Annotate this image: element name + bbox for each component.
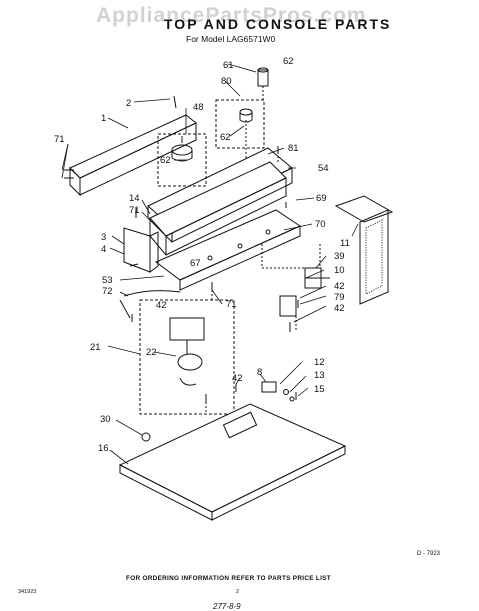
callout-70: 70 <box>315 219 326 230</box>
callout-61: 61 <box>223 60 234 71</box>
page-number: 2 <box>236 589 240 595</box>
callout-54: 54 <box>318 163 329 174</box>
part-cabinet-top <box>118 403 347 521</box>
part-control-panel <box>149 161 287 256</box>
handwritten-note: 277-8-9 <box>213 602 241 611</box>
part-timer-motor <box>169 317 205 386</box>
callout-16: 16 <box>98 443 109 454</box>
callout-22: 22 <box>146 347 157 358</box>
diagram-title: TOP AND CONSOLE PARTS <box>164 16 392 32</box>
callout-42: 42 <box>334 303 345 314</box>
drawing-reference-code: D - 7923 <box>417 551 441 557</box>
part-rear-panel <box>69 114 197 197</box>
callout-42: 42 <box>156 300 167 311</box>
callout-48: 48 <box>193 102 204 113</box>
callout-62: 62 <box>220 132 231 143</box>
callout-67: 67 <box>190 258 201 269</box>
callout-14: 14 <box>129 193 140 204</box>
callout-15: 15 <box>314 384 325 395</box>
ordering-info-footer: FOR ORDERING INFORMATION REFER TO PARTS … <box>126 575 331 582</box>
callout-3: 3 <box>101 232 106 243</box>
callout-30: 30 <box>100 414 111 425</box>
callout-4: 4 <box>101 244 106 255</box>
callout-62: 62 <box>283 56 294 67</box>
callout-71: 71 <box>54 134 65 145</box>
callout-79: 79 <box>334 292 345 303</box>
callout-42: 42 <box>232 373 243 384</box>
watermark-text: AppliancePartsPros.com <box>96 4 367 27</box>
callout-69: 69 <box>316 193 327 204</box>
part-timer-knob <box>171 136 193 162</box>
callout-10: 10 <box>334 265 345 276</box>
callout-13: 13 <box>314 370 325 381</box>
callout-8: 8 <box>257 367 262 378</box>
callout-80: 80 <box>221 76 232 87</box>
assembly-guide-lines <box>205 86 321 412</box>
screws <box>64 95 299 402</box>
callout-71: 71 <box>226 299 237 310</box>
part-top-knob <box>257 67 269 87</box>
callout-71: 71 <box>129 205 140 216</box>
callout-39: 39 <box>334 251 345 262</box>
model-subtitle: For Model LAG6571W0 <box>186 34 276 44</box>
callout-62: 62 <box>160 155 171 166</box>
leader-lines <box>61 63 359 465</box>
wire-lead-2 <box>119 299 131 319</box>
part-grommet <box>141 432 151 442</box>
callout-53: 53 <box>102 275 113 286</box>
callout-11: 11 <box>340 238 350 249</box>
part-switch-blocks <box>279 267 330 317</box>
dashed-box-selector <box>215 99 265 149</box>
callout-12: 12 <box>314 357 325 368</box>
wire-lead <box>123 290 181 297</box>
callout-2: 2 <box>126 98 131 109</box>
callout-labels: 61 62 80 62 2 48 1 71 62 81 54 14 71 69 … <box>54 56 350 454</box>
callout-21: 21 <box>90 342 101 353</box>
document-number: 341923 <box>18 589 37 595</box>
dashed-box-motor <box>139 299 235 415</box>
part-switch-assembly <box>261 381 295 402</box>
part-lint-filter <box>334 195 394 305</box>
part-side-bracket <box>123 227 159 273</box>
callout-1: 1 <box>101 113 106 124</box>
callout-72: 72 <box>102 286 113 297</box>
callout-42: 42 <box>334 281 345 292</box>
callout-81: 81 <box>288 143 299 154</box>
part-base-bracket <box>155 209 302 291</box>
